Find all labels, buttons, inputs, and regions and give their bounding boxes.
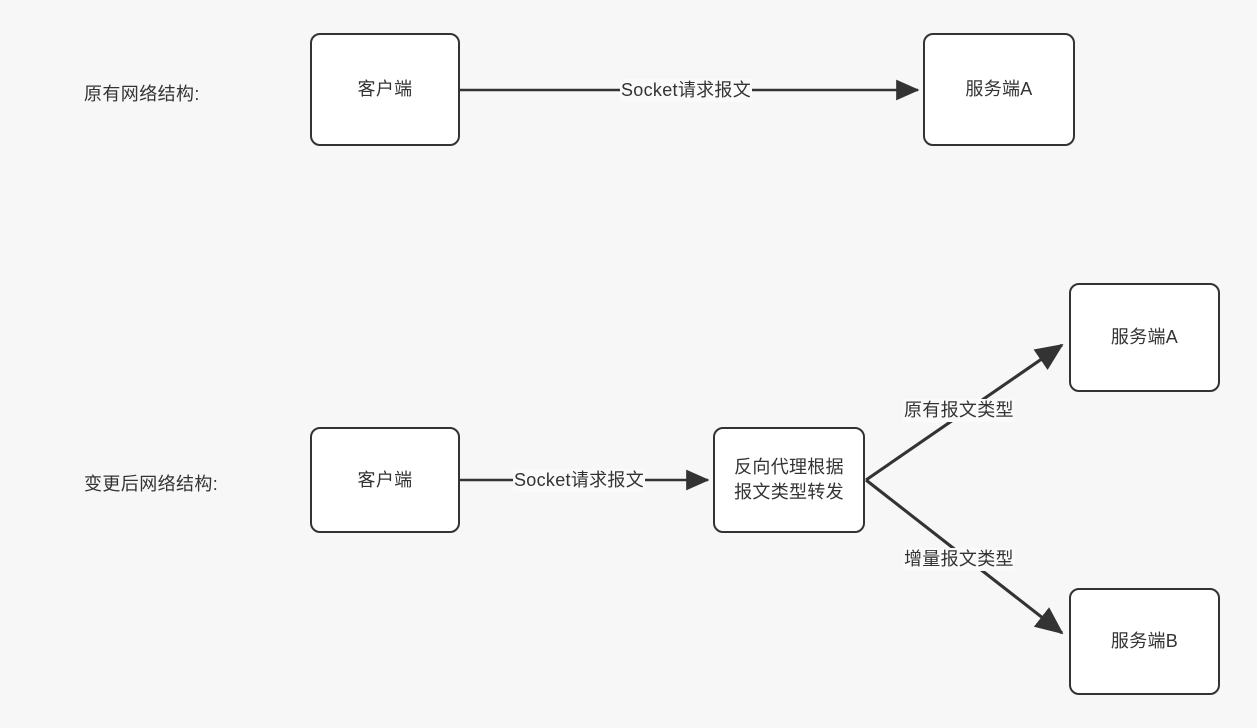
node-server-b-changed[interactable]: 服务端B: [1069, 588, 1220, 695]
node-label: 服务端A: [965, 79, 1033, 100]
node-client-changed[interactable]: 客户端: [310, 427, 460, 533]
node-label: 服务端B: [1110, 631, 1179, 652]
node-label: 客户端: [357, 79, 413, 100]
edge-label-socket-request-changed: Socket请求报文: [513, 469, 646, 492]
edge-label-socket-request-original: Socket请求报文: [620, 79, 753, 102]
node-label: 客户端: [357, 469, 413, 490]
edge-label-incremental-message-type: 增量报文类型: [903, 548, 1015, 571]
node-server-a-changed[interactable]: 服务端A: [1069, 283, 1220, 392]
edge-label-original-message-type: 原有报文类型: [903, 399, 1015, 422]
section-label-changed: 变更后网络结构:: [84, 474, 219, 494]
node-server-a-original[interactable]: 服务端A: [923, 33, 1075, 146]
node-reverse-proxy[interactable]: 反向代理根据 报文类型转发: [713, 427, 865, 533]
node-client-original[interactable]: 客户端: [310, 33, 460, 146]
node-label: 反向代理根据 报文类型转发: [734, 457, 844, 502]
section-label-original: 原有网络结构:: [84, 84, 200, 104]
node-label: 服务端A: [1110, 327, 1179, 348]
